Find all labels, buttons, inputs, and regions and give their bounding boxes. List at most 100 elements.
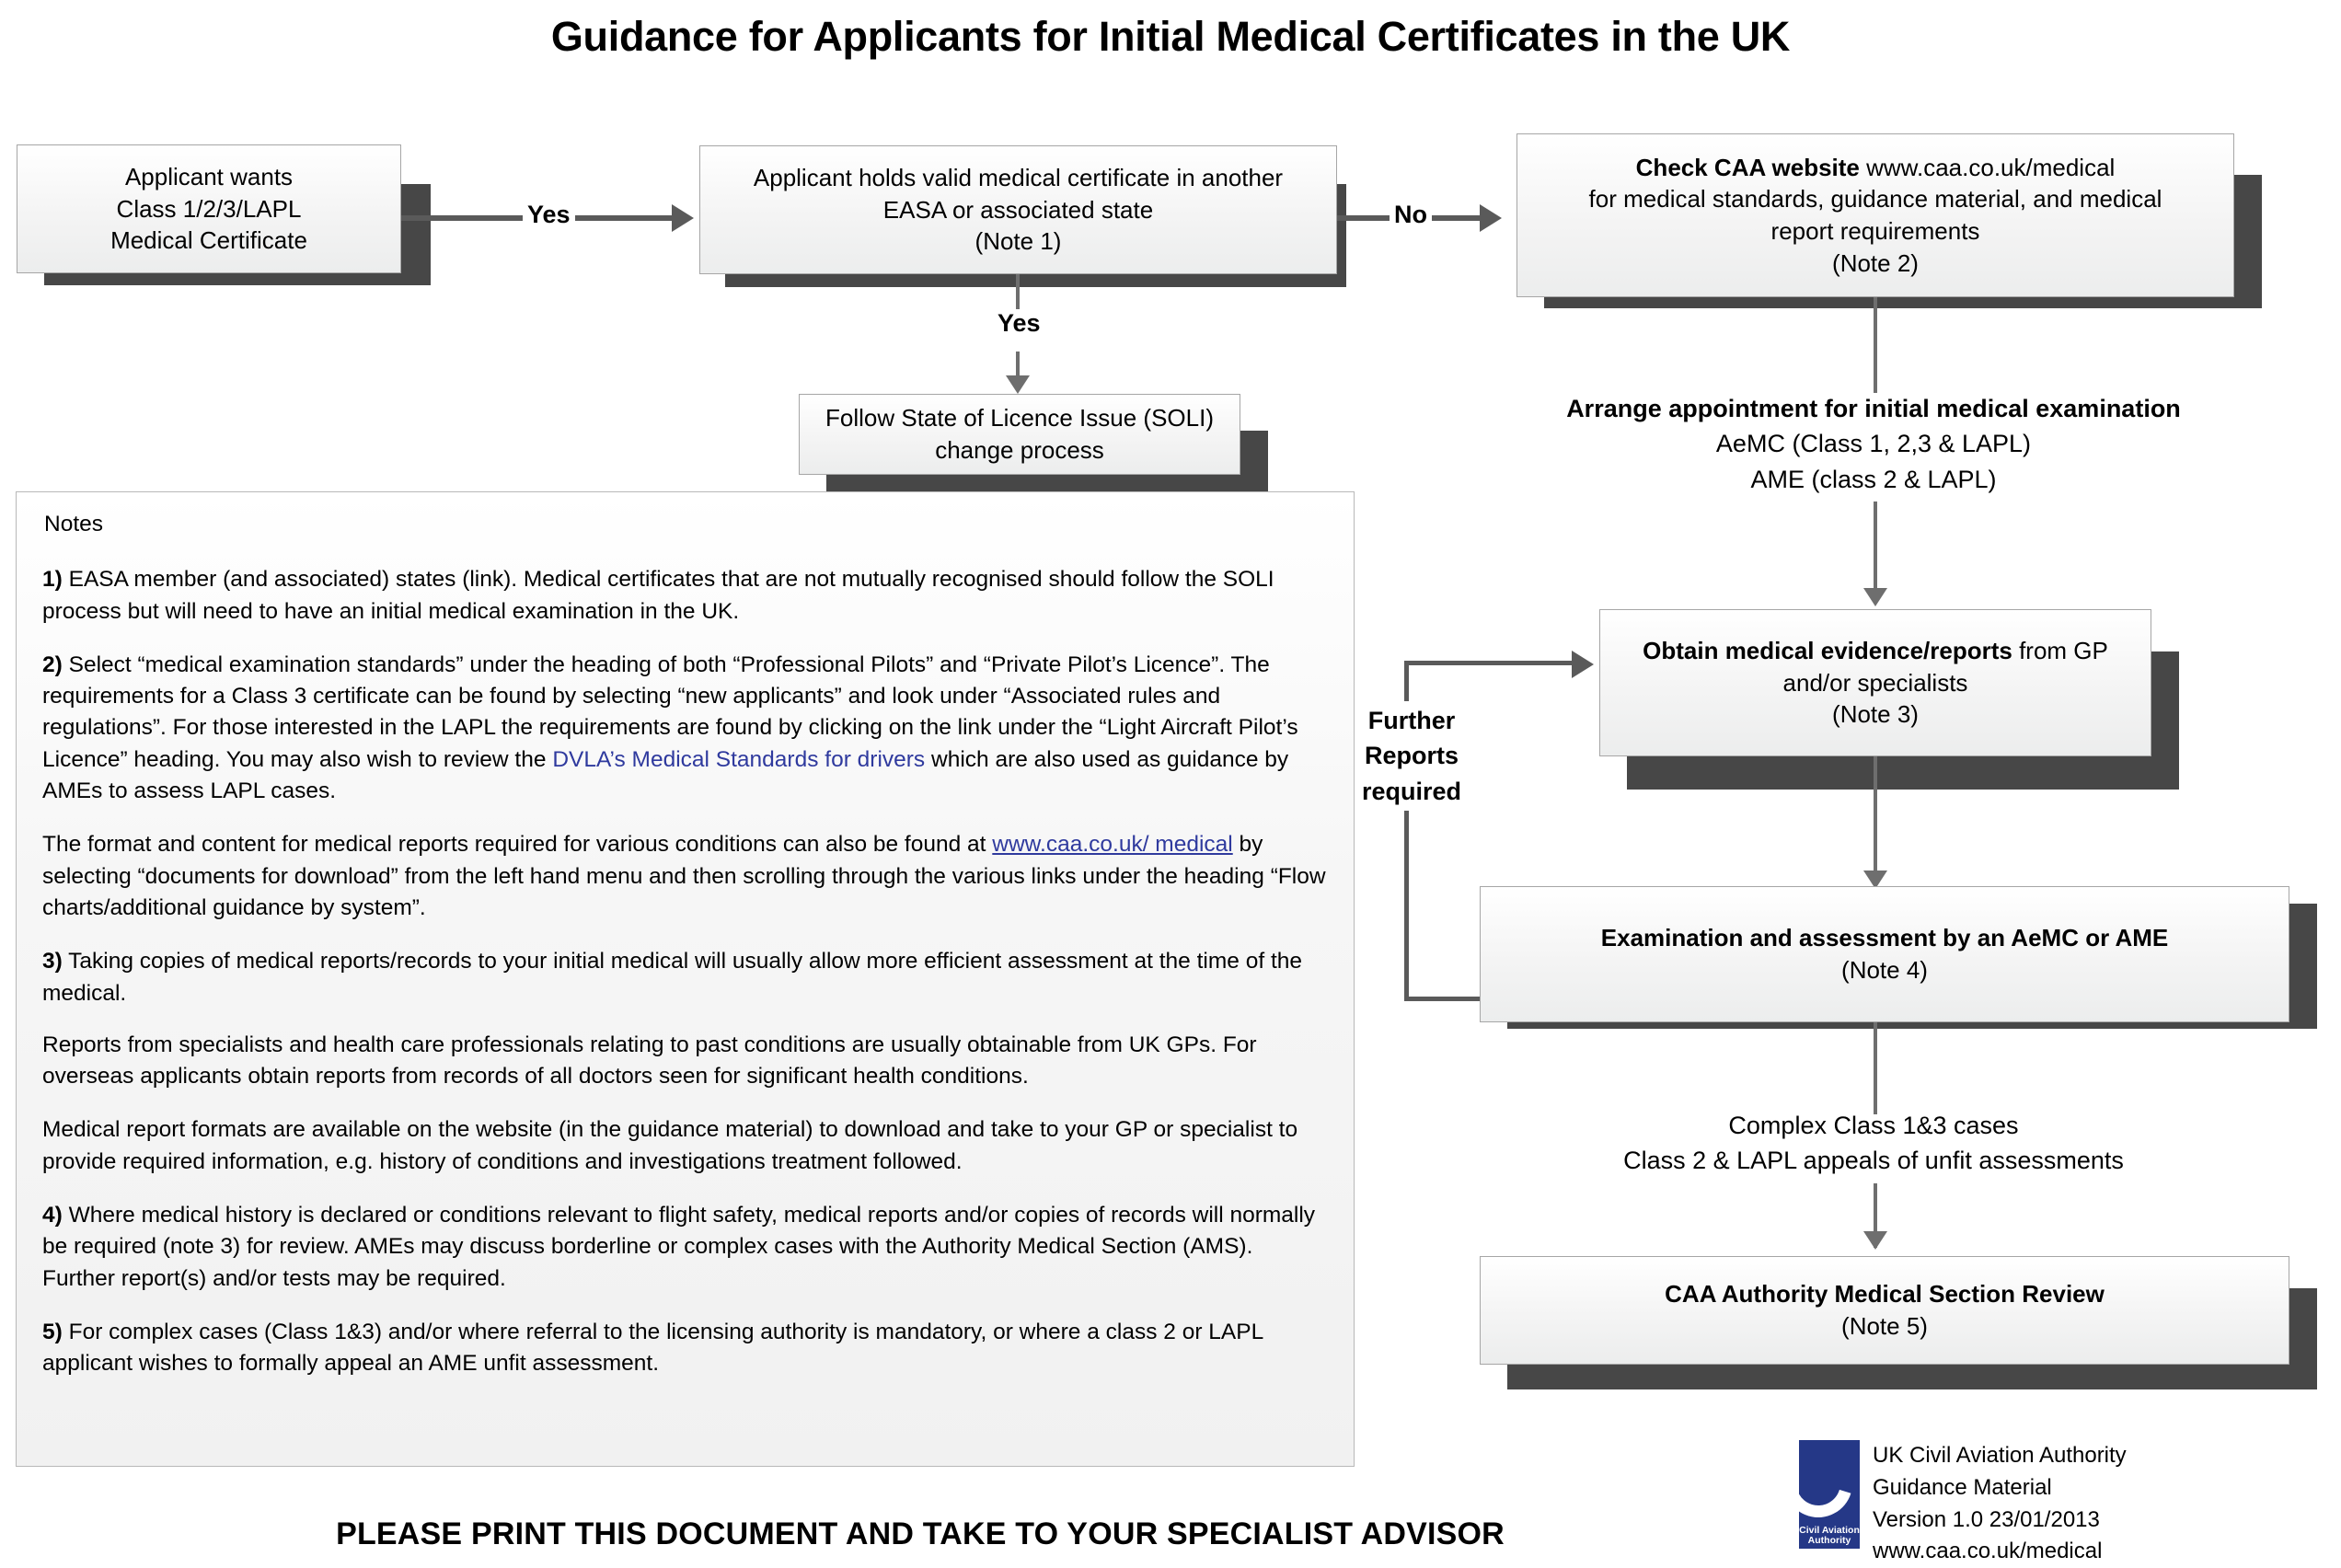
obtain-evidence-line-2: and/or specialists <box>1782 668 1968 697</box>
label-complex-cases: Complex Class 1&3 cases Class 2 & LAPL a… <box>1542 1108 2205 1179</box>
feedback-bottom-line <box>1404 997 1482 1001</box>
note-2-text-b: which are also used as guidance by AMEs … <box>42 746 1289 804</box>
caa-footer-line-1: UK Civil Aviation Authority <box>1873 1443 2127 1468</box>
caa-medical-link[interactable]: www.caa.co.uk/ medical <box>992 832 1233 858</box>
box-caa-authority-review[interactable]: CAA Authority Medical Section Review (No… <box>1480 1256 2289 1365</box>
box-obtain-medical-evidence[interactable]: Obtain medical evidence/reports from GP … <box>1599 609 2151 756</box>
feedback-top-line <box>1404 661 1579 665</box>
note-3-text: Taking copies of medical reports/records… <box>42 949 1302 1006</box>
arrow-applicant-to-holds <box>672 204 694 232</box>
examination-bold: Examination and assessment by an AeMC or… <box>1600 924 2169 952</box>
connector-complex-to-review <box>1874 1183 1877 1248</box>
holds-valid-line-3: (Note 1) <box>974 227 1062 256</box>
applicant-wants-line-2: Class 1/2/3/LAPL <box>116 194 302 223</box>
check-caa-url: www.caa.co.uk/medical <box>1859 153 2116 181</box>
label-no-1: No <box>1390 201 1432 229</box>
box-holds-valid-certificate[interactable]: Applicant holds valid medical certificat… <box>699 145 1337 274</box>
arrow-arrange-to-obtain <box>1863 588 1887 606</box>
note-3: 3) Taking copies of medical reports/reco… <box>42 946 1328 1009</box>
note-1-number: 1) <box>42 567 63 593</box>
obtain-evidence-bold: Obtain medical evidence/reports <box>1643 637 2012 665</box>
caa-footer-text: UK Civil Aviation Authority Guidance Mat… <box>1873 1440 2127 1568</box>
caa-footer: Civil Aviation Authority UK Civil Aviati… <box>1799 1440 2127 1568</box>
box-examination-assessment[interactable]: Examination and assessment by an AeMC or… <box>1480 886 2289 1022</box>
holds-valid-line-2: EASA or associated state <box>882 195 1154 224</box>
note-5-number: 5) <box>42 1319 63 1344</box>
connector-holds-to-soli <box>1016 274 1020 329</box>
box-applicant-wants[interactable]: Applicant wants Class 1/2/3/LAPL Medical… <box>17 144 401 273</box>
label-further-reports-required: Further Reports required <box>1356 701 1467 811</box>
connector-examination-to-complex <box>1874 1022 1877 1114</box>
soli-line-2: change process <box>935 436 1104 464</box>
further-reports-line-1: Further <box>1367 707 1456 734</box>
caa-review-line-1: CAA Authority Medical Section Review <box>1665 1278 2105 1310</box>
connector-caa-to-arrange <box>1874 297 1877 393</box>
connector-obtain-to-examination <box>1874 756 1877 885</box>
complex-line-2: Class 2 & LAPL appeals of unfit assessme… <box>1623 1147 2124 1175</box>
note-1-text: EASA member (and associated) states (lin… <box>42 567 1274 624</box>
connector-arrange-to-obtain <box>1874 502 1877 595</box>
arrange-line-1: Arrange appointment for initial medical … <box>1566 395 2181 422</box>
note-3-paragraph-3: Medical report formats are available on … <box>42 1117 1298 1174</box>
note-3-number: 3) <box>42 949 63 974</box>
applicant-wants-line-3: Medical Certificate <box>110 226 307 255</box>
obtain-evidence-line-1: Obtain medical evidence/reports from GP <box>1643 635 2108 667</box>
caa-logo-icon: Civil Aviation Authority <box>1799 1440 1860 1549</box>
arrow-holds-to-caa <box>1480 204 1502 232</box>
note-5: 5) For complex cases (Class 1&3) and/or … <box>42 1317 1328 1380</box>
dvla-standards-link[interactable]: DVLA’s Medical Standards for drivers <box>552 746 926 772</box>
box-soli-change-process[interactable]: Follow State of Licence Issue (SOLI) cha… <box>799 394 1240 475</box>
caa-footer-line-4: www.caa.co.uk/medical <box>1873 1539 2103 1564</box>
obtain-evidence-line-3: (Note 3) <box>1832 700 1919 729</box>
note-4-number: 4) <box>42 1203 63 1228</box>
obtain-evidence-rest: from GP <box>2012 637 2108 665</box>
label-yes-1: Yes <box>523 201 575 229</box>
check-caa-line-3: report requirements <box>1770 217 1980 245</box>
note-2-number: 2) <box>42 651 63 677</box>
note-1: 1) EASA member (and associated) states (… <box>42 564 1328 628</box>
complex-line-1: Complex Class 1&3 cases <box>1728 1112 2019 1139</box>
check-caa-line-1: Check CAA website www.caa.co.uk/medical <box>1636 152 2116 184</box>
label-yes-2: Yes <box>993 309 1045 338</box>
caa-logo-swoosh <box>1799 1440 1860 1530</box>
arrange-line-2: AeMC (Class 1, 2,3 & LAPL) <box>1715 430 2032 458</box>
box-check-caa-website[interactable]: Check CAA website www.caa.co.uk/medical … <box>1516 133 2234 297</box>
examination-line-2: (Note 4) <box>1841 956 1928 984</box>
check-caa-bold: Check CAA website <box>1635 153 1860 181</box>
caa-logo-text-line-2: Authority <box>1807 1535 1851 1547</box>
arrow-to-soli <box>1006 375 1030 394</box>
feedback-left-line <box>1404 661 1409 1001</box>
caa-logo-text: Civil Aviation Authority <box>1799 1524 1860 1548</box>
notes-heading: Notes <box>44 512 104 536</box>
arrow-feedback-to-obtain <box>1572 651 1594 678</box>
check-caa-line-4: (Note 2) <box>1832 248 1919 277</box>
further-reports-line-3: required <box>1361 777 1462 805</box>
note-4: 4) Where medical history is declared or … <box>42 1200 1328 1295</box>
connector-yes2-to-soli <box>1016 352 1020 381</box>
arrow-complex-to-review <box>1863 1231 1887 1250</box>
examination-line-1: Examination and assessment by an AeMC or… <box>1601 922 2168 954</box>
caa-review-line-2: (Note 5) <box>1841 1312 1928 1340</box>
note-2: 2) Select “medical examination standards… <box>42 650 1328 807</box>
soli-line-1: Follow State of Licence Issue (SOLI) <box>825 404 1214 432</box>
holds-valid-line-1: Applicant holds valid medical certificat… <box>753 164 1284 192</box>
caa-footer-line-3: Version 1.0 23/01/2013 <box>1873 1506 2100 1532</box>
note-2-p2-a: The format and content for medical repor… <box>42 832 993 858</box>
check-caa-line-2: for medical standards, guidance material… <box>1588 185 2162 213</box>
note-2-paragraph-2: The format and content for medical repor… <box>42 829 1328 924</box>
arrange-line-3: AME (class 2 & LAPL) <box>1750 465 1997 493</box>
caa-footer-line-2: Guidance Material <box>1873 1474 2052 1500</box>
caa-review-bold: CAA Authority Medical Section Review <box>1665 1280 2105 1309</box>
page-title: Guidance for Applicants for Initial Medi… <box>550 13 1791 60</box>
note-3-paragraph-2: Reports from specialists and health care… <box>42 1032 1257 1090</box>
print-instruction-banner: PLEASE PRINT THIS DOCUMENT AND TAKE TO Y… <box>336 1516 1505 1551</box>
notes-panel: Notes 1) EASA member (and associated) st… <box>16 491 1355 1467</box>
note-2-text-a: Select “medical examination standards” u… <box>42 651 1298 772</box>
caa-logo-text-line-1: Civil Aviation <box>1799 1524 1860 1536</box>
arrow-obtain-to-examination <box>1863 870 1887 889</box>
applicant-wants-line-1: Applicant wants <box>124 163 294 191</box>
note-4-text: Where medical history is declared or con… <box>42 1203 1316 1291</box>
note-5-text: For complex cases (Class 1&3) and/or whe… <box>42 1319 1263 1377</box>
label-arrange-appointment: Arrange appointment for initial medical … <box>1542 391 2205 497</box>
